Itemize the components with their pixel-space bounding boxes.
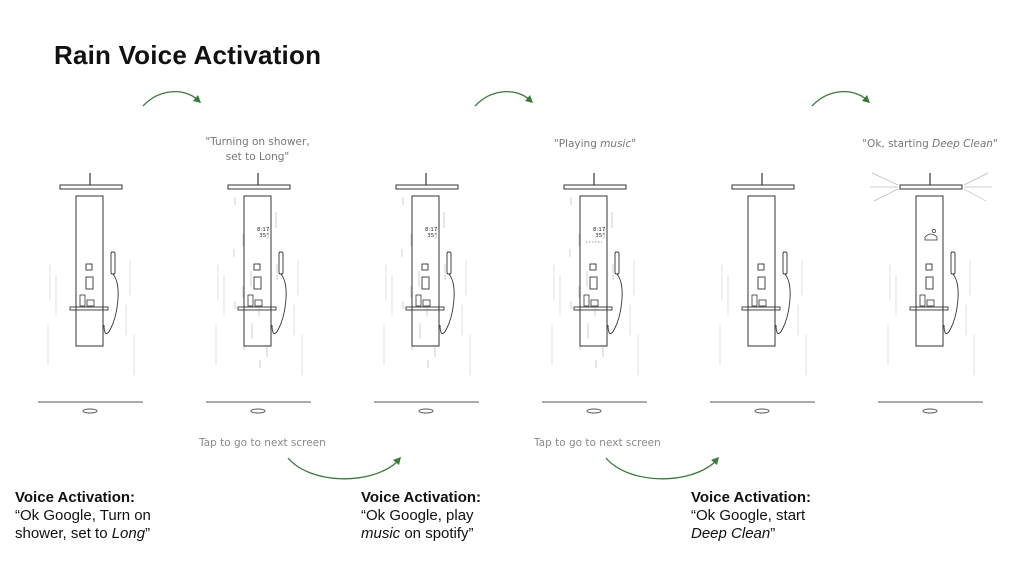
voice-activation-2: Voice Activation: “Ok Google, play music… (361, 489, 481, 543)
flow-arrow-4 (287, 457, 401, 480)
display-temp: 35° (259, 233, 269, 239)
caption-line1: "Turning on shower, (205, 136, 310, 148)
va-line2-pre: shower, set to (15, 525, 112, 542)
flow-arrow-1 (142, 90, 201, 107)
shower-panel-1 (30, 165, 155, 425)
flow-arrow-2 (474, 90, 533, 107)
display-time: 8:17 (257, 227, 270, 233)
shower-panel-5 (702, 165, 827, 425)
shower-panel-6 (870, 165, 995, 425)
va-heading: Voice Activation: (691, 489, 812, 506)
caption-post: " (992, 138, 998, 150)
voice-activation-3: Voice Activation: “Ok Google, start Deep… (691, 489, 811, 543)
display-time: 8:17 (425, 227, 438, 233)
caption-pre: "Playing (553, 138, 601, 150)
tap-next-link-2[interactable]: Tap to go to next screen (534, 437, 661, 449)
va-heading: Voice Activation: (15, 489, 136, 506)
caption-playing-music: "Playing music" (535, 137, 655, 152)
va-line2-post: ” (770, 525, 776, 542)
voice-activation-1: Voice Activation: “Ok Google, Turn on sh… (15, 489, 151, 543)
tap-next-link-1[interactable]: Tap to go to next screen (199, 437, 326, 449)
caption-pre: "Ok, starting (862, 138, 933, 150)
caption-deep-clean: "Ok, starting Deep Clean" (850, 137, 1010, 152)
va-line1: “Ok Google, play (361, 507, 474, 524)
va-line2-em: music (361, 525, 401, 542)
va-line2-post: ” (145, 525, 151, 542)
va-line2-post: on spotify” (400, 525, 474, 542)
va-line1: “Ok Google, start (691, 507, 806, 524)
flow-arrow-3 (811, 90, 870, 107)
display-temp: 35° (427, 233, 437, 239)
va-line2-em: Long (111, 525, 146, 542)
va-line2-em: Deep Clean (691, 525, 771, 542)
flow-arrow-5 (605, 457, 719, 480)
caption-post: " (631, 138, 637, 150)
display-time: 8:17 (593, 227, 606, 233)
page-title: Rain Voice Activation (54, 40, 322, 70)
caption-turning-on: "Turning on shower, set to Long" (190, 135, 325, 165)
va-heading: Voice Activation: (361, 489, 482, 506)
display-temp: 35° (595, 233, 605, 239)
va-line1: “Ok Google, Turn on (15, 507, 151, 524)
caption-line2: set to Long" (225, 151, 290, 163)
caption-em: Deep Clean (932, 138, 993, 150)
caption-em: music (600, 138, 632, 150)
